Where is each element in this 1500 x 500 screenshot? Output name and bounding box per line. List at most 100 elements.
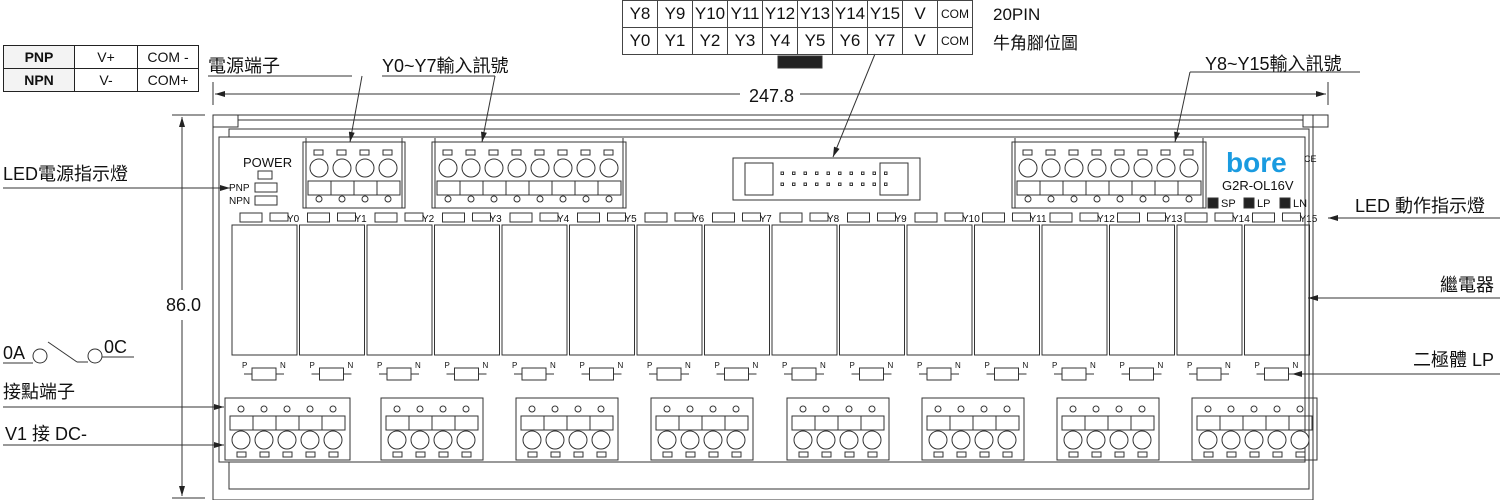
wire-entry-icon bbox=[657, 430, 677, 450]
screw-hole-icon bbox=[1092, 405, 1100, 413]
contact-terminal-block bbox=[1056, 397, 1160, 461]
diode-icon bbox=[319, 367, 344, 381]
channel-led-icon bbox=[847, 212, 870, 223]
screw-hole-icon bbox=[1069, 405, 1077, 413]
channel-label: Y11 bbox=[1030, 214, 1047, 225]
pin-cell: Y1 bbox=[657, 27, 693, 55]
diode-p-label: P bbox=[377, 361, 382, 370]
wire-entry-icon bbox=[254, 430, 274, 450]
contact-terminal-block bbox=[786, 397, 890, 461]
wire-entry-icon bbox=[438, 158, 458, 178]
npn-label: NPN bbox=[229, 196, 250, 207]
screw-hole-icon bbox=[329, 405, 337, 413]
screw-hole-icon bbox=[1138, 405, 1146, 413]
relay-y7 bbox=[704, 224, 770, 356]
diode-icon bbox=[251, 367, 277, 381]
wire-entry-icon bbox=[1064, 158, 1084, 178]
channel-label: Y5 bbox=[625, 214, 638, 225]
screw-hole-icon bbox=[686, 405, 694, 413]
diode-icon bbox=[1061, 367, 1087, 381]
wire-entry-icon bbox=[484, 158, 504, 178]
pin-cell: COM bbox=[937, 27, 973, 55]
screw-slot-icon bbox=[580, 149, 591, 156]
diode-p-label: P bbox=[917, 361, 922, 370]
screw-slot-icon bbox=[259, 451, 270, 458]
wire-entry-icon bbox=[1086, 430, 1106, 450]
wire-entry-icon bbox=[553, 158, 573, 178]
lever-icon bbox=[995, 415, 1020, 431]
wire-entry-icon bbox=[726, 430, 746, 450]
wire-entry-icon bbox=[1290, 430, 1310, 450]
screw-hole-icon bbox=[490, 195, 498, 203]
power-led-icon bbox=[257, 170, 273, 180]
relay-y6 bbox=[636, 224, 703, 356]
diode-p-label: P bbox=[242, 361, 247, 370]
diode-icon bbox=[724, 367, 749, 381]
wire-entry-icon bbox=[1109, 430, 1129, 450]
channel-led-icon bbox=[1079, 212, 1099, 222]
relay-y1 bbox=[299, 224, 365, 356]
channel-label: Y1 bbox=[355, 214, 368, 225]
diode-n-label: N bbox=[550, 361, 556, 370]
pin-cell: Y11 bbox=[727, 0, 763, 28]
screw-slot-icon bbox=[442, 149, 453, 156]
diode-icon bbox=[926, 367, 952, 381]
connector-pin-icon bbox=[826, 171, 830, 175]
screw-slot-icon bbox=[731, 451, 742, 458]
wire-entry-icon bbox=[522, 430, 542, 450]
screw-slot-icon bbox=[1114, 451, 1125, 458]
screw-slot-icon bbox=[1045, 149, 1056, 156]
diode-n-label: N bbox=[483, 361, 489, 370]
wire-entry-icon bbox=[1041, 158, 1061, 178]
diode-icon bbox=[454, 367, 479, 381]
connector-pin-icon bbox=[861, 171, 865, 175]
connector-pin-icon bbox=[849, 182, 853, 186]
diode-p-label: P bbox=[580, 361, 585, 370]
screw-hole-icon bbox=[582, 195, 590, 203]
lever-icon bbox=[1130, 415, 1155, 431]
wire-entry-icon bbox=[323, 430, 343, 450]
wire-entry-icon bbox=[951, 430, 971, 450]
wire-entry-icon bbox=[300, 430, 320, 450]
screw-slot-icon bbox=[798, 451, 809, 458]
wire-entry-icon bbox=[1132, 430, 1152, 450]
diode-icon bbox=[656, 367, 682, 381]
indicator-led-icon bbox=[1279, 197, 1291, 209]
channel-label: Y9 bbox=[895, 214, 908, 225]
pin-cell: Y8 bbox=[622, 0, 658, 28]
diode-icon bbox=[1129, 367, 1154, 381]
connector-pin-icon bbox=[849, 171, 853, 175]
connector-pin-icon bbox=[792, 182, 796, 186]
relay-y4 bbox=[501, 224, 568, 356]
pin-cell: Y2 bbox=[692, 27, 728, 55]
board-face bbox=[218, 136, 1306, 463]
wire-entry-icon bbox=[997, 430, 1017, 450]
screw-hole-icon bbox=[338, 195, 346, 203]
wire-entry-icon bbox=[680, 430, 700, 450]
wire-entry-icon bbox=[599, 158, 619, 178]
model-number: G2R-OL16V bbox=[1222, 178, 1294, 193]
lever-icon bbox=[724, 415, 749, 431]
channel-led-icon bbox=[1012, 212, 1031, 222]
connector-pin-icon bbox=[838, 182, 842, 186]
channel-led-icon bbox=[1049, 212, 1073, 223]
pnp-label: PNP bbox=[229, 183, 250, 194]
channel-led-icon bbox=[337, 212, 356, 222]
contact-terminal-block bbox=[1191, 397, 1318, 461]
diode-p-label: P bbox=[1187, 361, 1192, 370]
wire-entry-icon bbox=[355, 158, 375, 178]
wire-entry-icon bbox=[974, 430, 994, 450]
screw-slot-icon bbox=[1137, 149, 1148, 156]
screw-hole-icon bbox=[393, 405, 401, 413]
diode-icon bbox=[791, 367, 817, 381]
screw-slot-icon bbox=[282, 451, 293, 458]
channel-led-icon bbox=[914, 212, 938, 223]
screw-hole-icon bbox=[1115, 405, 1123, 413]
connector-pin-icon bbox=[792, 171, 796, 175]
lever-icon bbox=[321, 415, 346, 431]
screw-hole-icon bbox=[528, 405, 536, 413]
screw-hole-icon bbox=[283, 405, 291, 413]
rail-clip-icon bbox=[1302, 114, 1329, 128]
wire-entry-icon bbox=[591, 430, 611, 450]
